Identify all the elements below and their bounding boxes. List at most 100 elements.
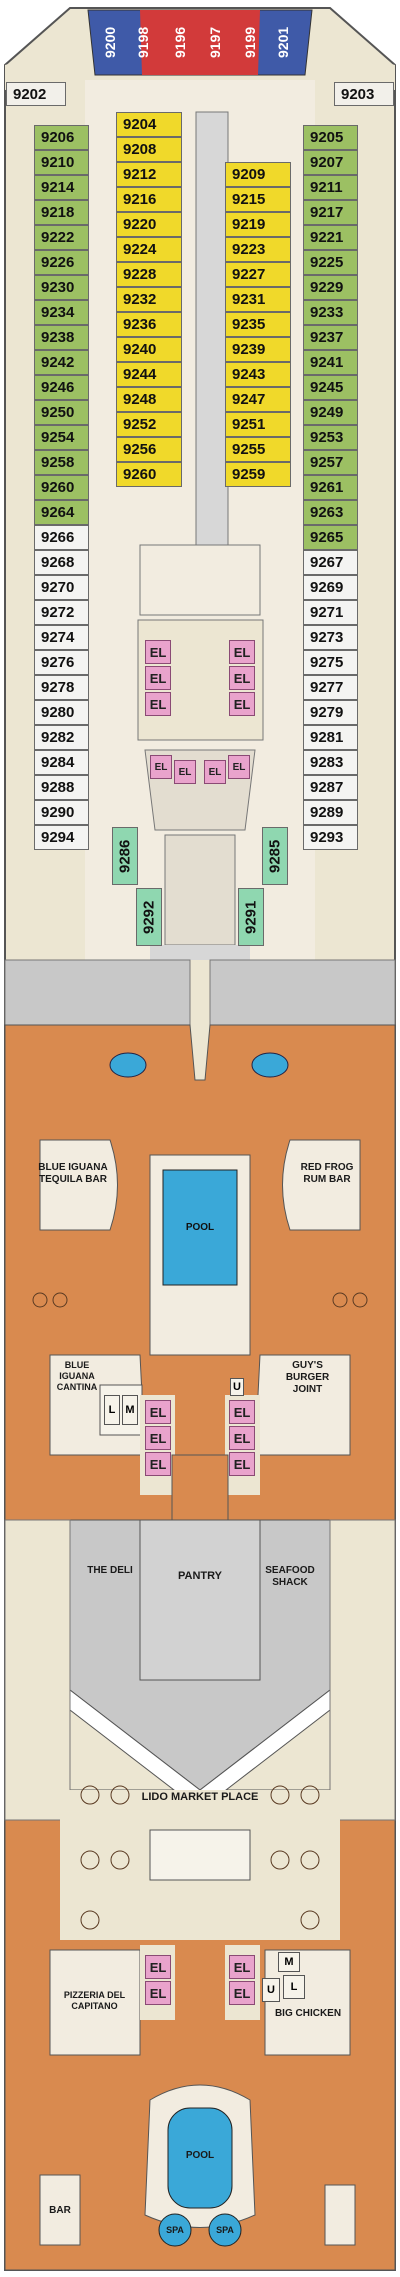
cabin-9290[interactable]: 9290	[34, 800, 89, 825]
label-guys-burger-joint: GUY'S BURGER JOINT	[285, 1360, 330, 1395]
cabin-9289[interactable]: 9289	[303, 800, 358, 825]
cabin-9212[interactable]: 9212	[116, 162, 182, 187]
cabin-9219[interactable]: 9219	[225, 212, 291, 237]
cabin-9196[interactable]: 9196	[172, 26, 188, 58]
cabin-9222[interactable]: 9222	[34, 225, 89, 250]
cabin-9211[interactable]: 9211	[303, 175, 358, 200]
cabin-9237[interactable]: 9237	[303, 325, 358, 350]
cabin-9235[interactable]: 9235	[225, 312, 291, 337]
cabin-9266[interactable]: 9266	[34, 525, 89, 550]
cabin-9227[interactable]: 9227	[225, 262, 291, 287]
cabin-9272[interactable]: 9272	[34, 600, 89, 625]
cabin-9268[interactable]: 9268	[34, 550, 89, 575]
cabin-9244[interactable]: 9244	[116, 362, 182, 387]
cabin-9257[interactable]: 9257	[303, 450, 358, 475]
cabin-9276[interactable]: 9276	[34, 650, 89, 675]
cabin-9269[interactable]: 9269	[303, 575, 358, 600]
cabin-9245[interactable]: 9245	[303, 375, 358, 400]
cabin-9214[interactable]: 9214	[34, 175, 89, 200]
cabin-9234[interactable]: 9234	[34, 300, 89, 325]
cabin-9283[interactable]: 9283	[303, 750, 358, 775]
cabin-9282[interactable]: 9282	[34, 725, 89, 750]
cabin-9208[interactable]: 9208	[116, 137, 182, 162]
cabin-9202[interactable]: 9202	[6, 82, 66, 106]
cabin-9205[interactable]: 9205	[303, 125, 358, 150]
label-the-deli: THE DELI	[87, 1565, 133, 1576]
cabin-9267[interactable]: 9267	[303, 550, 358, 575]
cabin-9271[interactable]: 9271	[303, 600, 358, 625]
cabin-9278[interactable]: 9278	[34, 675, 89, 700]
cabin-9221[interactable]: 9221	[303, 225, 358, 250]
cabin-9292[interactable]: 9292	[136, 888, 162, 946]
cabin-9220[interactable]: 9220	[116, 212, 182, 237]
cabin-9251[interactable]: 9251	[225, 412, 291, 437]
cabin-9294[interactable]: 9294	[34, 825, 89, 850]
cabin-9265[interactable]: 9265	[303, 525, 358, 550]
cabin-9288[interactable]: 9288	[34, 775, 89, 800]
cabin-9284[interactable]: 9284	[34, 750, 89, 775]
cabin-9261[interactable]: 9261	[303, 475, 358, 500]
cabin-9200[interactable]: 9200	[102, 26, 118, 58]
cabin-9239[interactable]: 9239	[225, 337, 291, 362]
cabin-9238[interactable]: 9238	[34, 325, 89, 350]
cabin-9280[interactable]: 9280	[34, 700, 89, 725]
cabin-9286[interactable]: 9286	[112, 827, 138, 885]
cabin-9258[interactable]: 9258	[34, 450, 89, 475]
cabin-9209[interactable]: 9209	[225, 162, 291, 187]
cabin-9260[interactable]: 9260	[34, 475, 89, 500]
cabin-9242[interactable]: 9242	[34, 350, 89, 375]
cabin-9274[interactable]: 9274	[34, 625, 89, 650]
cabin-9259[interactable]: 9259	[225, 462, 291, 487]
cabin-9207[interactable]: 9207	[303, 150, 358, 175]
cabin-9246[interactable]: 9246	[34, 375, 89, 400]
cabin-9233[interactable]: 9233	[303, 300, 358, 325]
cabin-9247[interactable]: 9247	[225, 387, 291, 412]
cabin-9224[interactable]: 9224	[116, 237, 182, 262]
cabin-9241[interactable]: 9241	[303, 350, 358, 375]
cabin-9250[interactable]: 9250	[34, 400, 89, 425]
cabin-9230[interactable]: 9230	[34, 275, 89, 300]
cabin-9206[interactable]: 9206	[34, 125, 89, 150]
cabin-9253[interactable]: 9253	[303, 425, 358, 450]
cabin-9217[interactable]: 9217	[303, 200, 358, 225]
cabin-9248[interactable]: 9248	[116, 387, 182, 412]
cabin-9225[interactable]: 9225	[303, 250, 358, 275]
cabin-9236[interactable]: 9236	[116, 312, 182, 337]
cabin-9255[interactable]: 9255	[225, 437, 291, 462]
cabin-9204[interactable]: 9204	[116, 112, 182, 137]
cabin-9223[interactable]: 9223	[225, 237, 291, 262]
cabin-9263[interactable]: 9263	[303, 500, 358, 525]
cabin-9197[interactable]: 9197	[207, 26, 223, 58]
cabin-9285[interactable]: 9285	[262, 827, 288, 885]
cabin-9293[interactable]: 9293	[303, 825, 358, 850]
cabin-9198[interactable]: 9198	[135, 26, 151, 58]
cabin-9243[interactable]: 9243	[225, 362, 291, 387]
cabin-9218[interactable]: 9218	[34, 200, 89, 225]
cabin-9199[interactable]: 9199	[242, 26, 258, 58]
cabin-9228[interactable]: 9228	[116, 262, 182, 287]
cabin-9210[interactable]: 9210	[34, 150, 89, 175]
cabin-9231[interactable]: 9231	[225, 287, 291, 312]
cabin-9232[interactable]: 9232	[116, 287, 182, 312]
cabin-9216[interactable]: 9216	[116, 187, 182, 212]
cabin-9203[interactable]: 9203	[334, 82, 394, 106]
cabin-9287[interactable]: 9287	[303, 775, 358, 800]
cabin-9291[interactable]: 9291	[238, 888, 264, 946]
cabin-9254[interactable]: 9254	[34, 425, 89, 450]
cabin-9240[interactable]: 9240	[116, 337, 182, 362]
cabin-9275[interactable]: 9275	[303, 650, 358, 675]
cabin-9252[interactable]: 9252	[116, 412, 182, 437]
cabin-9249[interactable]: 9249	[303, 400, 358, 425]
cabin-9256[interactable]: 9256	[116, 437, 182, 462]
cabin-9277[interactable]: 9277	[303, 675, 358, 700]
cabin-9201[interactable]: 9201	[275, 26, 291, 58]
cabin-9273[interactable]: 9273	[303, 625, 358, 650]
cabin-9229[interactable]: 9229	[303, 275, 358, 300]
cabin-9281[interactable]: 9281	[303, 725, 358, 750]
cabin-9279[interactable]: 9279	[303, 700, 358, 725]
cabin-9270[interactable]: 9270	[34, 575, 89, 600]
cabin-9226[interactable]: 9226	[34, 250, 89, 275]
cabin-9215[interactable]: 9215	[225, 187, 291, 212]
cabin-9260[interactable]: 9260	[116, 462, 182, 487]
cabin-9264[interactable]: 9264	[34, 500, 89, 525]
